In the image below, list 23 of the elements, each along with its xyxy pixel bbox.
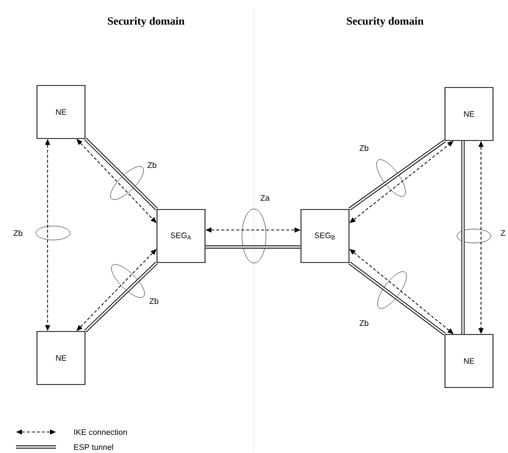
interface-label: Zb xyxy=(14,230,22,236)
interface-label: Za xyxy=(260,195,270,201)
tunnel-line xyxy=(84,138,158,210)
domain-title: Security domain xyxy=(108,17,184,27)
legend-text: IKE connection xyxy=(74,429,127,435)
network-element-box: NE xyxy=(36,331,86,385)
tunnel-line xyxy=(84,262,158,332)
legend-text: ESP tunnel xyxy=(74,444,114,450)
tunnel-line xyxy=(461,140,465,334)
network-element-box: NE xyxy=(444,87,494,141)
interface-label: Z xyxy=(500,230,506,236)
network-element-box: NE xyxy=(444,334,494,388)
tunnel-line xyxy=(348,262,446,336)
interface-label: Zb xyxy=(360,320,368,326)
tunnel-line xyxy=(348,140,446,210)
tunnel-line xyxy=(205,245,301,249)
gateway-box: SEG$_{B}$ xyxy=(300,209,350,263)
domain-title: Security domain xyxy=(346,17,424,27)
gateway-box: SEG$_{A}$ xyxy=(156,209,206,263)
network-element-box: NE xyxy=(36,85,86,139)
interface-label: Zb xyxy=(360,145,368,151)
interface-label: Zb xyxy=(150,298,158,304)
interface-label: Zb xyxy=(148,162,156,168)
